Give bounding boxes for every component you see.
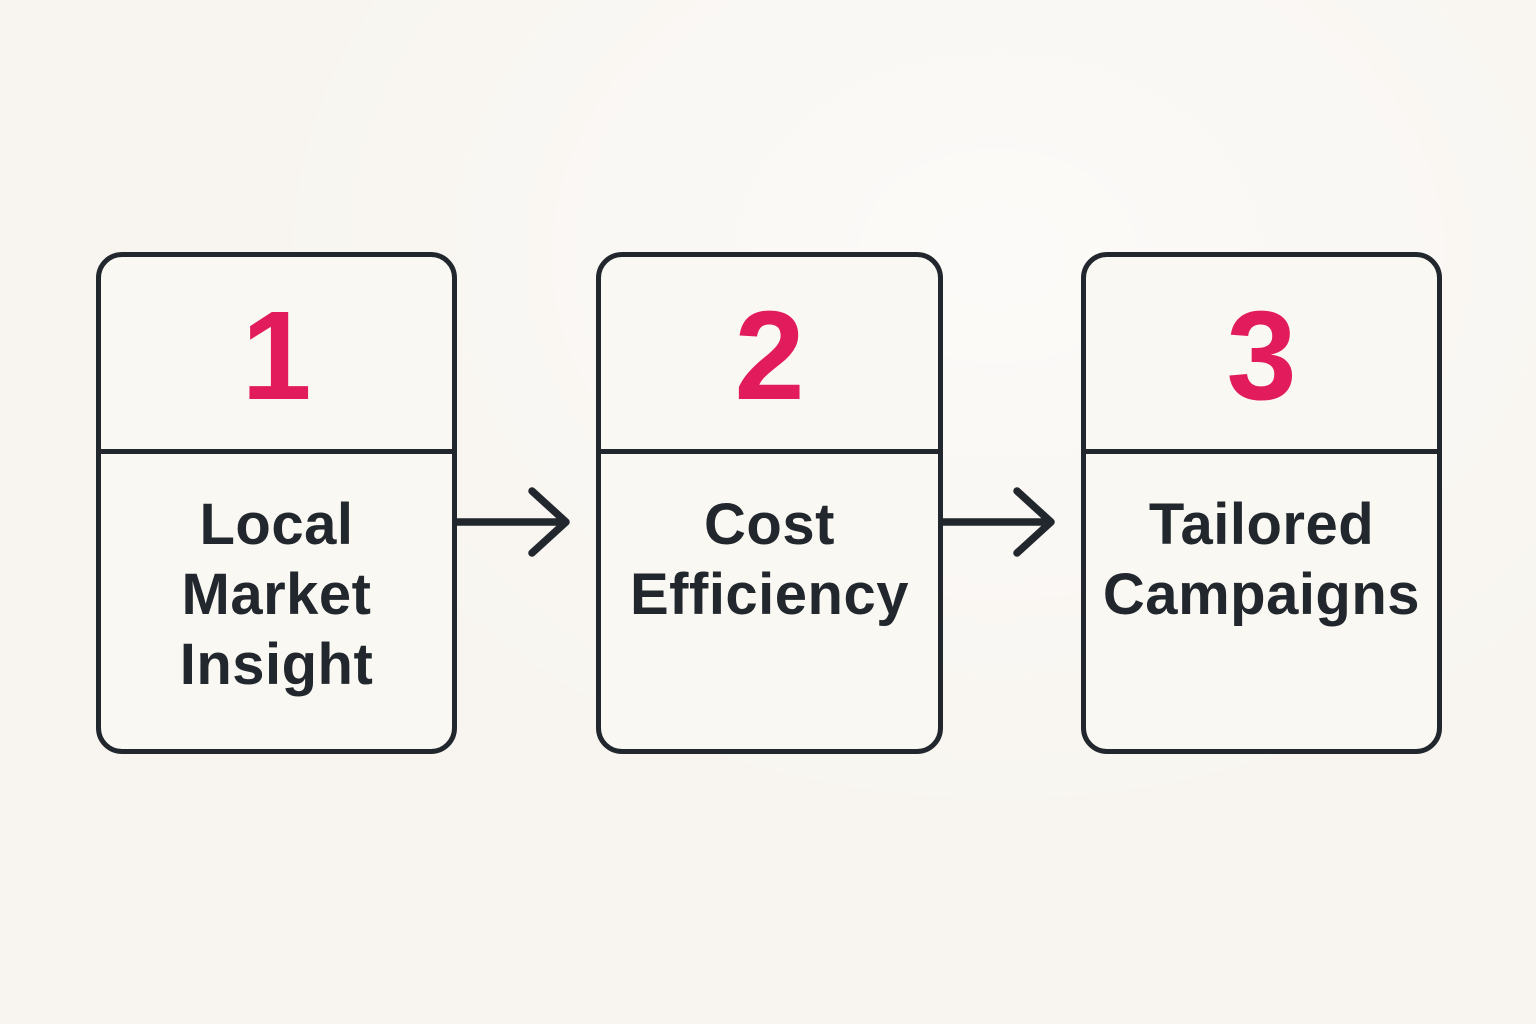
step-3-label: Tailored Campaigns — [1102, 492, 1421, 627]
step-card-1: 1 Local Market Insight — [96, 252, 457, 754]
arrow-right-icon — [941, 487, 1055, 557]
step-card-3: 3 Tailored Campaigns — [1081, 252, 1442, 754]
card-divider — [1086, 449, 1437, 454]
step-2-label: Cost Efficiency — [630, 492, 909, 627]
step-1-label: Local Market Insight — [179, 492, 374, 697]
card-divider — [101, 449, 452, 454]
step-card-2: 2 Cost Efficiency — [596, 252, 943, 754]
step-2-number: 2 — [734, 285, 805, 426]
step-3-number: 3 — [1226, 285, 1297, 426]
card-divider — [601, 449, 938, 454]
arrow-right-icon — [456, 487, 570, 557]
step-1-number: 1 — [241, 285, 312, 426]
